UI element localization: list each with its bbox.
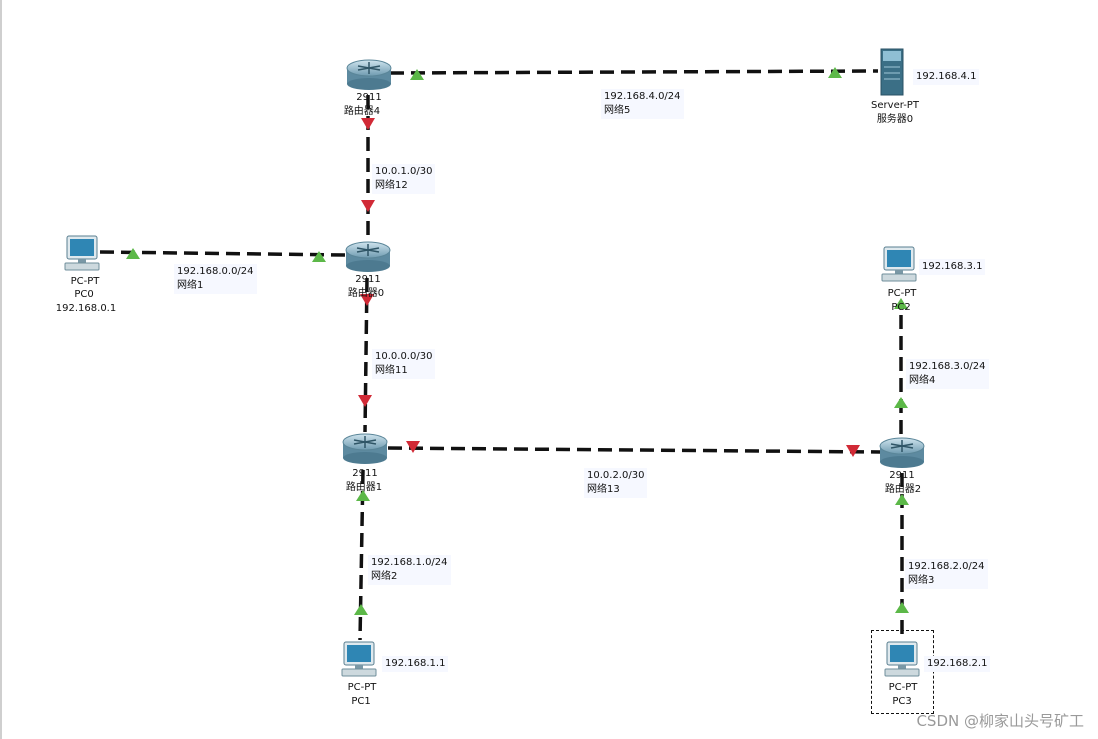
network-cidr: 192.168.1.0/24 xyxy=(371,557,448,568)
router-0-model: 2911 xyxy=(355,274,381,285)
server-type: Server-PT xyxy=(871,100,919,111)
router-1[interactable] xyxy=(342,432,388,468)
router-1-model: 2911 xyxy=(352,468,378,479)
link-up-triangle xyxy=(126,248,140,259)
network-2-label[interactable]: 192.168.1.0/24 网络2 xyxy=(368,555,451,585)
server-name: 服务器0 xyxy=(876,114,914,125)
network-cidr: 192.168.2.0/24 xyxy=(908,561,985,572)
network-13-label[interactable]: 10.0.2.0/30 网络13 xyxy=(584,468,648,498)
link-down-indicators xyxy=(358,118,860,457)
link-down-triangle xyxy=(846,445,860,457)
network-name: 网络1 xyxy=(177,280,204,291)
pc-0-type: PC-PT xyxy=(70,276,100,287)
pc-icon xyxy=(884,641,920,677)
network-4-label[interactable]: 192.168.3.0/24 网络4 xyxy=(906,359,989,389)
link-up-indicators xyxy=(126,67,909,615)
network-cidr: 10.0.1.0/30 xyxy=(375,166,433,177)
selection-box xyxy=(871,630,934,714)
network-name: 网络4 xyxy=(909,375,936,386)
router-2-name: 路由器2 xyxy=(884,484,922,495)
router-0-name: 路由器0 xyxy=(347,288,385,299)
pc-2-ip: 192.168.3.1 xyxy=(919,259,986,275)
router-0[interactable] xyxy=(345,240,391,276)
network-11-label[interactable]: 10.0.0.0/30 网络11 xyxy=(372,349,436,379)
link-down-triangle xyxy=(406,441,420,453)
router-2-model: 2911 xyxy=(889,470,915,481)
network-name: 网络2 xyxy=(371,571,398,582)
router-icon xyxy=(879,437,925,468)
network-name: 网络3 xyxy=(908,575,935,586)
network-3-label[interactable]: 192.168.2.0/24 网络3 xyxy=(905,559,988,589)
link-up-triangle xyxy=(410,69,424,80)
network-cidr: 192.168.0.0/24 xyxy=(177,266,254,277)
link-down-triangle xyxy=(361,200,375,212)
link-up-triangle xyxy=(894,298,908,309)
cable-r1-r2 xyxy=(387,446,881,454)
network-cidr: 192.168.4.0/24 xyxy=(604,91,681,102)
router-1-name: 路由器1 xyxy=(345,482,383,493)
router-4-name: 路由器4 xyxy=(343,106,381,117)
pc-icon xyxy=(881,246,917,282)
link-up-triangle xyxy=(895,602,909,613)
cable-r4-server xyxy=(389,69,879,75)
pc-0-ip: 192.168.0.1 xyxy=(55,303,117,314)
network-name: 网络11 xyxy=(375,365,408,376)
pc-2[interactable] xyxy=(880,246,920,288)
network-1-label[interactable]: 192.168.0.0/24 网络1 xyxy=(174,264,257,294)
network-5-label[interactable]: 192.168.4.0/24 网络5 xyxy=(601,89,684,119)
link-down-triangle xyxy=(361,118,375,130)
network-name: 网络13 xyxy=(587,484,620,495)
router-2[interactable] xyxy=(879,436,925,472)
router-icon xyxy=(346,59,392,90)
pc-0[interactable] xyxy=(63,235,103,277)
link-up-triangle xyxy=(828,67,842,78)
pc-3-name: PC3 xyxy=(892,696,912,707)
router-4[interactable] xyxy=(346,58,392,94)
pc-1[interactable] xyxy=(340,641,380,683)
pc-3-ip: 192.168.2.1 xyxy=(924,656,991,672)
network-12-label[interactable]: 10.0.1.0/30 网络12 xyxy=(372,164,436,194)
link-up-triangle xyxy=(356,490,370,501)
server-0[interactable] xyxy=(878,47,906,101)
link-up-triangle xyxy=(354,604,368,615)
link-down-triangle xyxy=(358,395,372,407)
server-icon xyxy=(880,48,904,96)
canvas-left-edge xyxy=(0,0,2,739)
pc-1-name: PC1 xyxy=(351,696,371,707)
network-name: 网络12 xyxy=(375,180,408,191)
pc-icon xyxy=(64,235,100,271)
pc-1-ip: 192.168.1.1 xyxy=(382,656,449,672)
pc-2-name: PC2 xyxy=(891,302,911,313)
pc-icon xyxy=(341,641,377,677)
pc-3-type: PC-PT xyxy=(888,682,918,693)
network-cidr: 10.0.2.0/30 xyxy=(587,470,645,481)
pc-2-type: PC-PT xyxy=(887,288,917,299)
pc-0-name: PC0 xyxy=(74,289,94,300)
router-icon xyxy=(342,433,388,464)
server-ip: 192.168.4.1 xyxy=(913,69,980,85)
pc-3[interactable] xyxy=(883,641,923,683)
network-name: 网络5 xyxy=(604,105,631,116)
router-icon xyxy=(345,241,391,272)
network-cidr: 192.168.3.0/24 xyxy=(909,361,986,372)
watermark: CSDN @柳家山头号矿工 xyxy=(916,712,1084,730)
link-up-triangle xyxy=(895,494,909,505)
pc-1-type: PC-PT xyxy=(347,682,377,693)
network-cidr: 10.0.0.0/30 xyxy=(375,351,433,362)
link-up-triangle xyxy=(312,251,326,262)
router-4-model: 2911 xyxy=(356,92,382,103)
link-down-triangle xyxy=(360,294,374,306)
link-up-triangle xyxy=(894,397,908,408)
